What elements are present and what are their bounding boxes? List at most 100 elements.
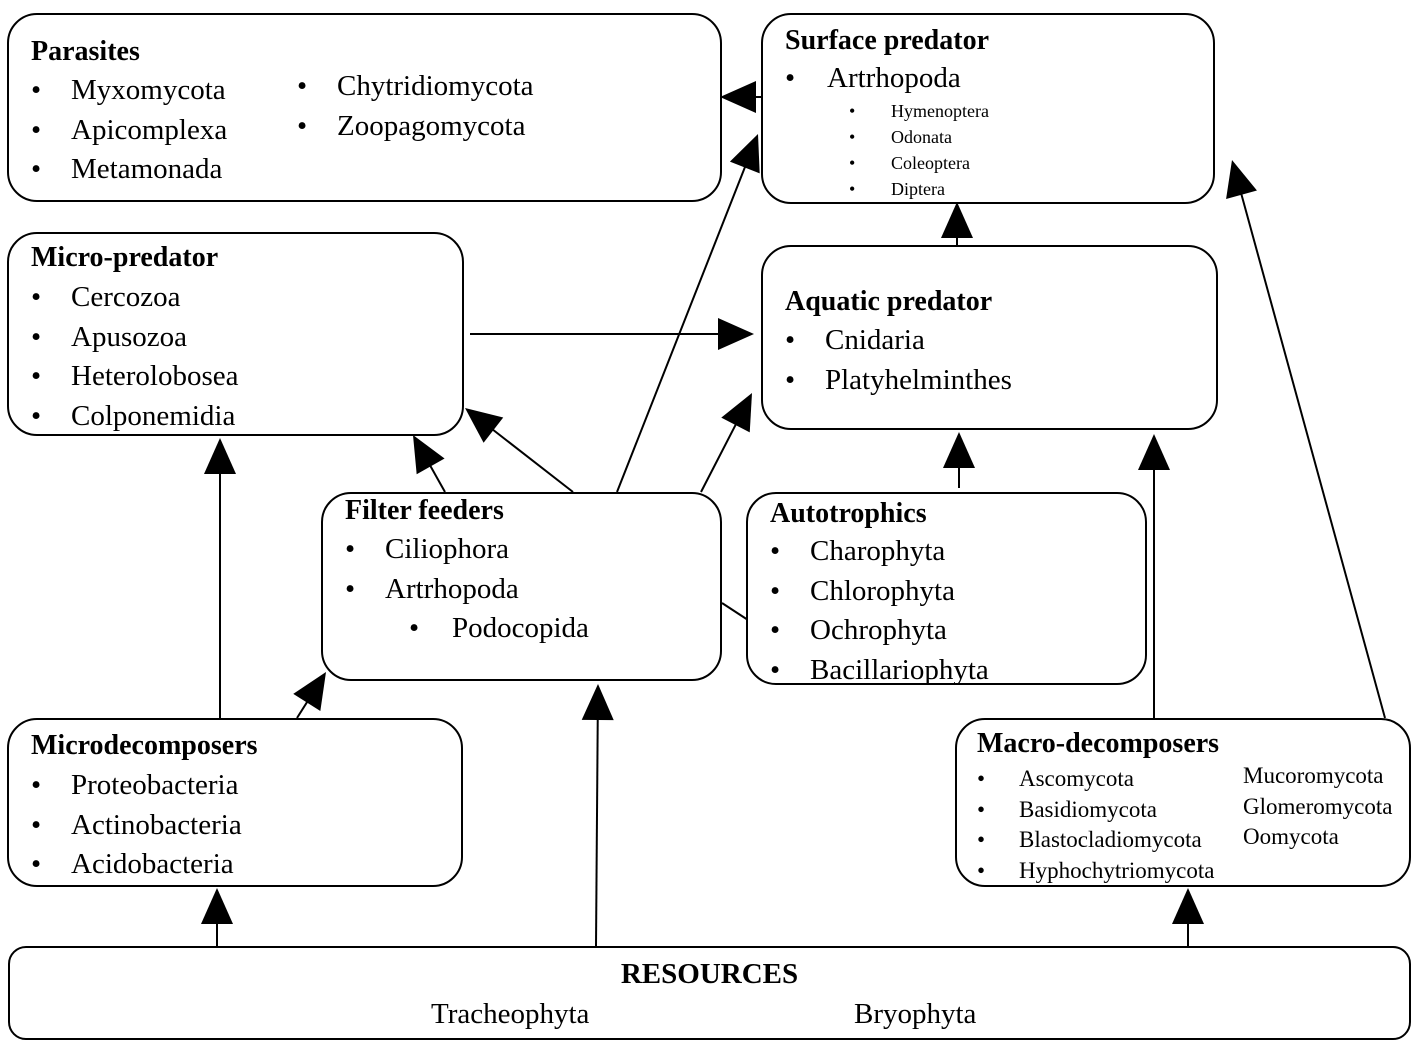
resource-item: Tracheophyta <box>431 998 590 1030</box>
arrow-filter-to-aquatic <box>700 393 752 493</box>
micro-predator-list: Cercozoa Apusozoa Heterolobosea Colponem… <box>31 278 239 436</box>
list-item: Ciliophora <box>345 530 519 570</box>
connector-line <box>427 462 446 493</box>
list-item: Odonata <box>849 124 989 150</box>
list-item: Ochrophyta <box>770 611 989 651</box>
arrowhead-icon <box>465 408 504 443</box>
list-item: Apusozoa <box>31 318 239 358</box>
parasites-box: Parasites Myxomycota Apicomplexa Metamon… <box>7 13 722 202</box>
arrowhead-icon <box>941 202 973 238</box>
connector-line <box>616 163 748 493</box>
list-item: Apicomplexa <box>31 111 227 151</box>
arrowhead-icon <box>1226 160 1257 199</box>
list-item: Chlorophyta <box>770 572 989 612</box>
arrow-micropred-to-aquatic <box>470 318 754 350</box>
autotrophics-box: Autotrophics Charophyta Chlorophyta Ochr… <box>746 492 1147 690</box>
arrowhead-icon <box>581 684 614 721</box>
aquatic-predator-title: Aquatic predator <box>785 286 993 317</box>
arrowhead-icon <box>204 438 236 474</box>
arrow-microdec-to-micropred <box>204 438 236 718</box>
arrow-autotrophics-to-aquatic <box>943 432 975 488</box>
resource-item: Bryophyta <box>854 998 977 1030</box>
list-item: Hyphochytriomycota <box>977 856 1214 887</box>
microdecomposers-box: Microdecomposers Proteobacteria Actinoba… <box>7 718 463 887</box>
macro-decomposers-list-col1: Ascomycota Basidiomycota Blastocladiomyc… <box>977 764 1214 886</box>
connector-line <box>296 698 310 719</box>
macro-decomposers-list-col2: Mucoromycota Glomeromycota Oomycota <box>1243 761 1392 853</box>
connector-line <box>595 716 599 947</box>
list-item: Hymenoptera <box>849 98 989 124</box>
list-item: Cnidaria <box>785 321 1012 361</box>
aquatic-predator-list: Cnidaria Platyhelminthes <box>785 321 1012 400</box>
filter-feeders-box: Filter feeders Ciliophora Artrhopoda Pod… <box>321 492 722 681</box>
list-item: Colponemidia <box>31 397 239 437</box>
list-item: Chytridiomycota <box>297 67 534 107</box>
connector-line <box>489 427 574 493</box>
arrow-macro-to-surface <box>1226 160 1386 719</box>
list-item: Cercozoa <box>31 278 239 318</box>
microdecomposers-title: Microdecomposers <box>31 730 258 761</box>
arrow-surface-to-parasites <box>720 81 761 113</box>
list-item: Glomeromycota <box>1243 793 1393 819</box>
connector-line <box>1239 190 1386 719</box>
arrowhead-icon <box>1138 434 1170 470</box>
arrowhead-icon <box>720 81 756 113</box>
arrow-resources-to-filter <box>581 684 614 947</box>
parasites-list-col2: Chytridiomycota Zoopagomycota <box>297 67 534 146</box>
filter-feeders-list: Ciliophora Artrhopoda <box>345 530 519 609</box>
list-item: Artrhopoda <box>785 59 961 99</box>
connector-line <box>721 602 749 621</box>
list-item: Podocopida <box>409 609 589 649</box>
arrowhead-icon <box>943 432 975 468</box>
macro-decomposers-title: Macro-decomposers <box>977 728 1220 759</box>
list-item: Oomycota <box>1243 824 1339 849</box>
list-item: Mucoromycota <box>1243 763 1384 788</box>
aquatic-predator-box: Aquatic predator Cnidaria Platyhelminthe… <box>761 245 1218 430</box>
arrowhead-icon <box>293 672 326 711</box>
macro-decomposers-box: Macro-decomposers Ascomycota Basidiomyco… <box>955 718 1411 887</box>
arrowhead-icon <box>718 318 754 350</box>
surface-predator-list: Artrhopoda <box>785 59 961 99</box>
arrow-microdec-to-filter <box>293 672 326 719</box>
autotrophics-list: Charophyta Chlorophyta Ochrophyta Bacill… <box>770 532 989 690</box>
arrow-resources-to-macro <box>1172 888 1204 946</box>
arrow-macro-to-aquatic <box>1138 434 1170 718</box>
list-item: Coleoptera <box>849 150 989 176</box>
microdecomposers-list: Proteobacteria Actinobacteria Acidobacte… <box>31 766 242 885</box>
parasites-list-col1: Myxomycota Apicomplexa Metamonada <box>31 71 227 190</box>
list-item: Proteobacteria <box>31 766 242 806</box>
list-item: Myxomycota <box>31 71 227 111</box>
list-item: Artrhopoda <box>345 570 519 610</box>
parasites-title: Parasites <box>31 36 140 67</box>
resources-title: RESOURCES <box>620 958 799 990</box>
arrowhead-icon <box>413 435 445 475</box>
arrowhead-icon <box>1172 888 1204 924</box>
list-item: Ascomycota <box>977 764 1214 795</box>
arrowhead-icon <box>721 393 752 433</box>
arrow-filter-to-surface <box>616 134 760 493</box>
arrow-aquatic-to-surface <box>941 202 973 245</box>
list-item: Metamonada <box>31 150 227 190</box>
surface-predator-sublist: Hymenoptera Odonata Coleoptera Diptera <box>849 98 989 202</box>
autotrophics-title: Autotrophics <box>770 498 927 529</box>
filter-feeders-sublist: Podocopida <box>409 609 589 649</box>
list-item: Basidiomycota <box>977 795 1214 826</box>
list-item: Bacillariophyta <box>770 651 989 691</box>
micro-predator-box: Micro-predator Cercozoa Apusozoa Heterol… <box>7 232 464 436</box>
arrowhead-icon <box>729 134 760 174</box>
list-item: Platyhelminthes <box>785 361 1012 401</box>
list-item: Diptera <box>849 176 989 202</box>
arrowhead-icon <box>201 888 233 924</box>
micro-predator-title: Micro-predator <box>31 242 219 273</box>
list-item: Blastocladiomycota <box>977 825 1214 856</box>
surface-predator-box: Surface predator Artrhopoda Hymenoptera … <box>761 13 1215 204</box>
filter-feeders-title: Filter feeders <box>345 495 504 526</box>
list-item: Charophyta <box>770 532 989 572</box>
list-item: Actinobacteria <box>31 806 242 846</box>
list-item: Heterolobosea <box>31 357 239 397</box>
resources-box: RESOURCES Tracheophyta Bryophyta <box>8 946 1411 1040</box>
arrow-filter-to-micropred-b <box>465 408 574 493</box>
connector-line <box>700 421 739 493</box>
list-item: Zoopagomycota <box>297 107 534 147</box>
